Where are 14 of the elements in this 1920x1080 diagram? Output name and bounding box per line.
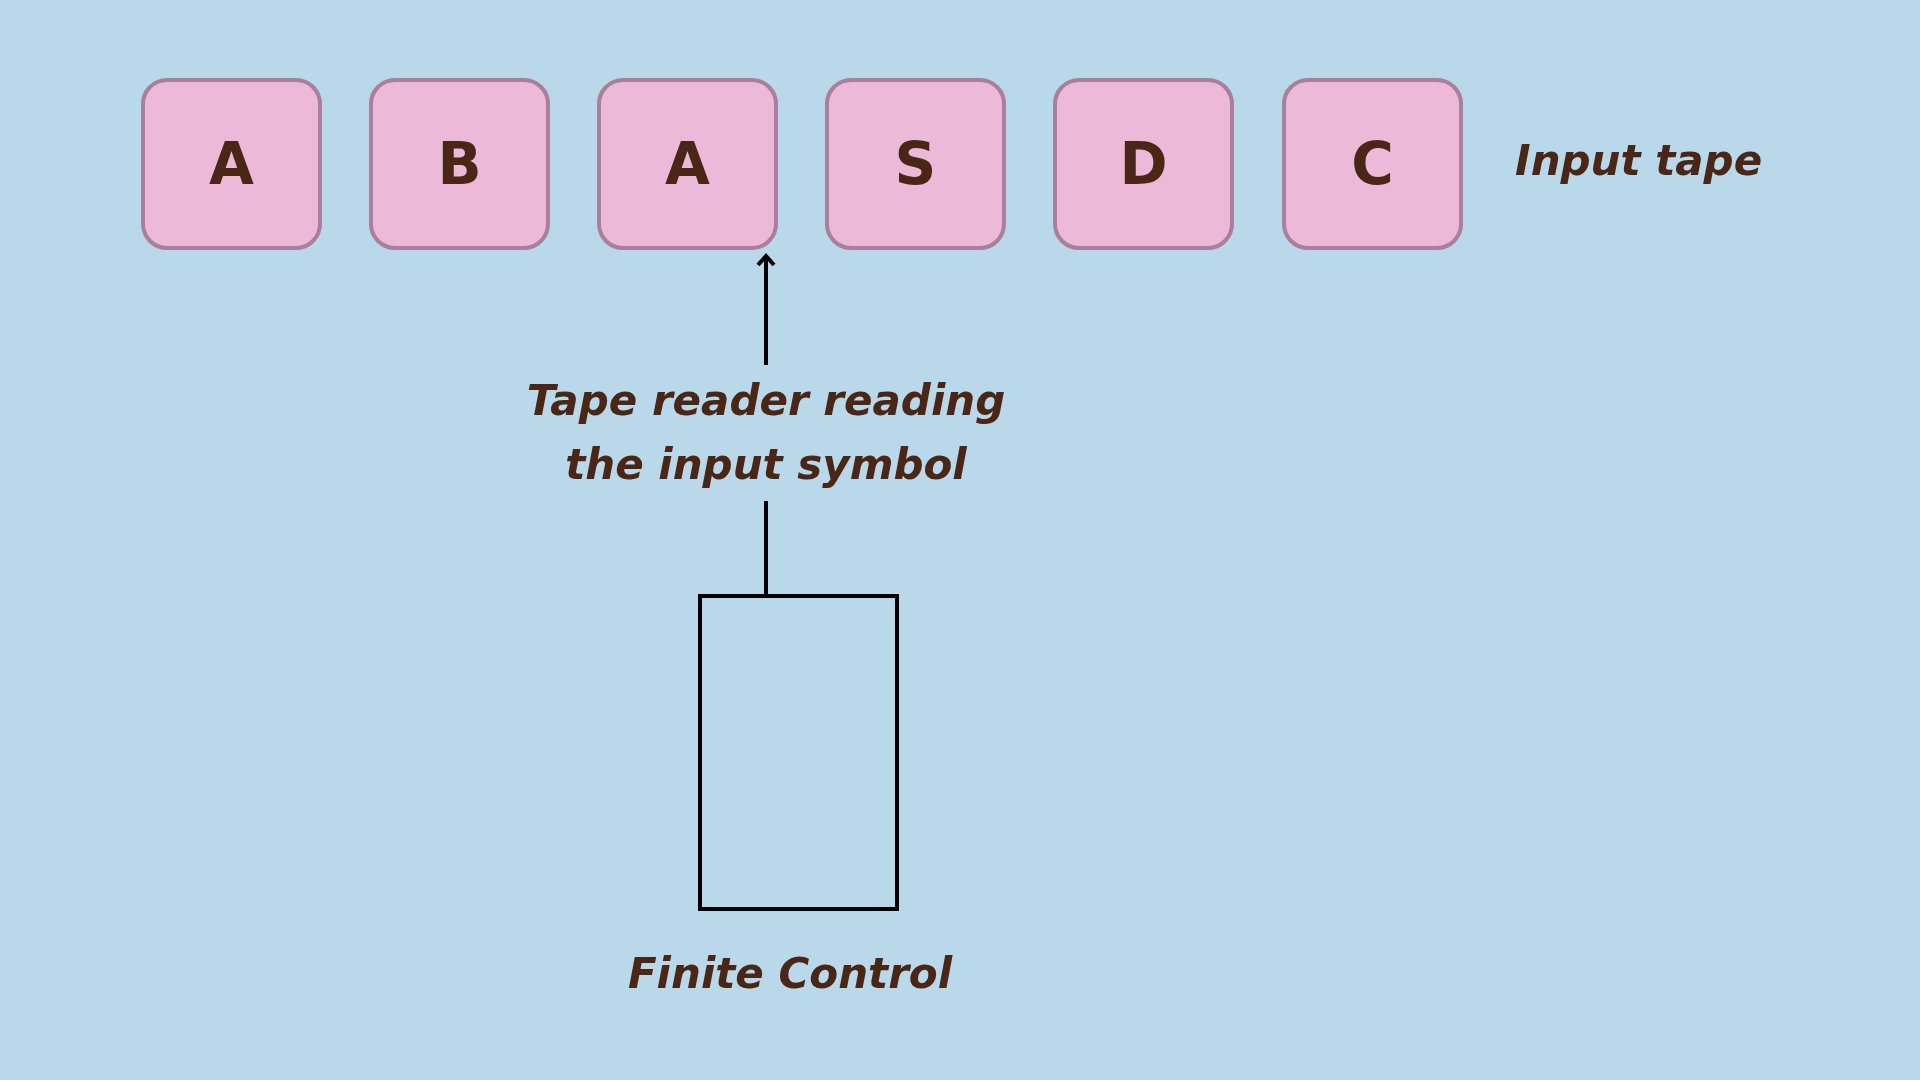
tape-cell bbox=[141, 78, 322, 250]
tape-symbol: S bbox=[894, 130, 937, 198]
tape-cell bbox=[369, 78, 550, 250]
tape-symbol: A bbox=[209, 130, 254, 198]
tape-symbol: A bbox=[665, 130, 710, 198]
node-label: Finite Control bbox=[626, 949, 954, 998]
tape-cell bbox=[1053, 78, 1234, 250]
tape-symbol: C bbox=[1351, 130, 1394, 198]
tape-symbol: D bbox=[1119, 130, 1168, 198]
tape-cell bbox=[1282, 78, 1463, 250]
tape-symbol: B bbox=[437, 130, 482, 198]
tape-label: Input tape bbox=[1515, 136, 1763, 185]
tape-cell bbox=[597, 78, 778, 250]
tape-cell bbox=[825, 78, 1006, 250]
